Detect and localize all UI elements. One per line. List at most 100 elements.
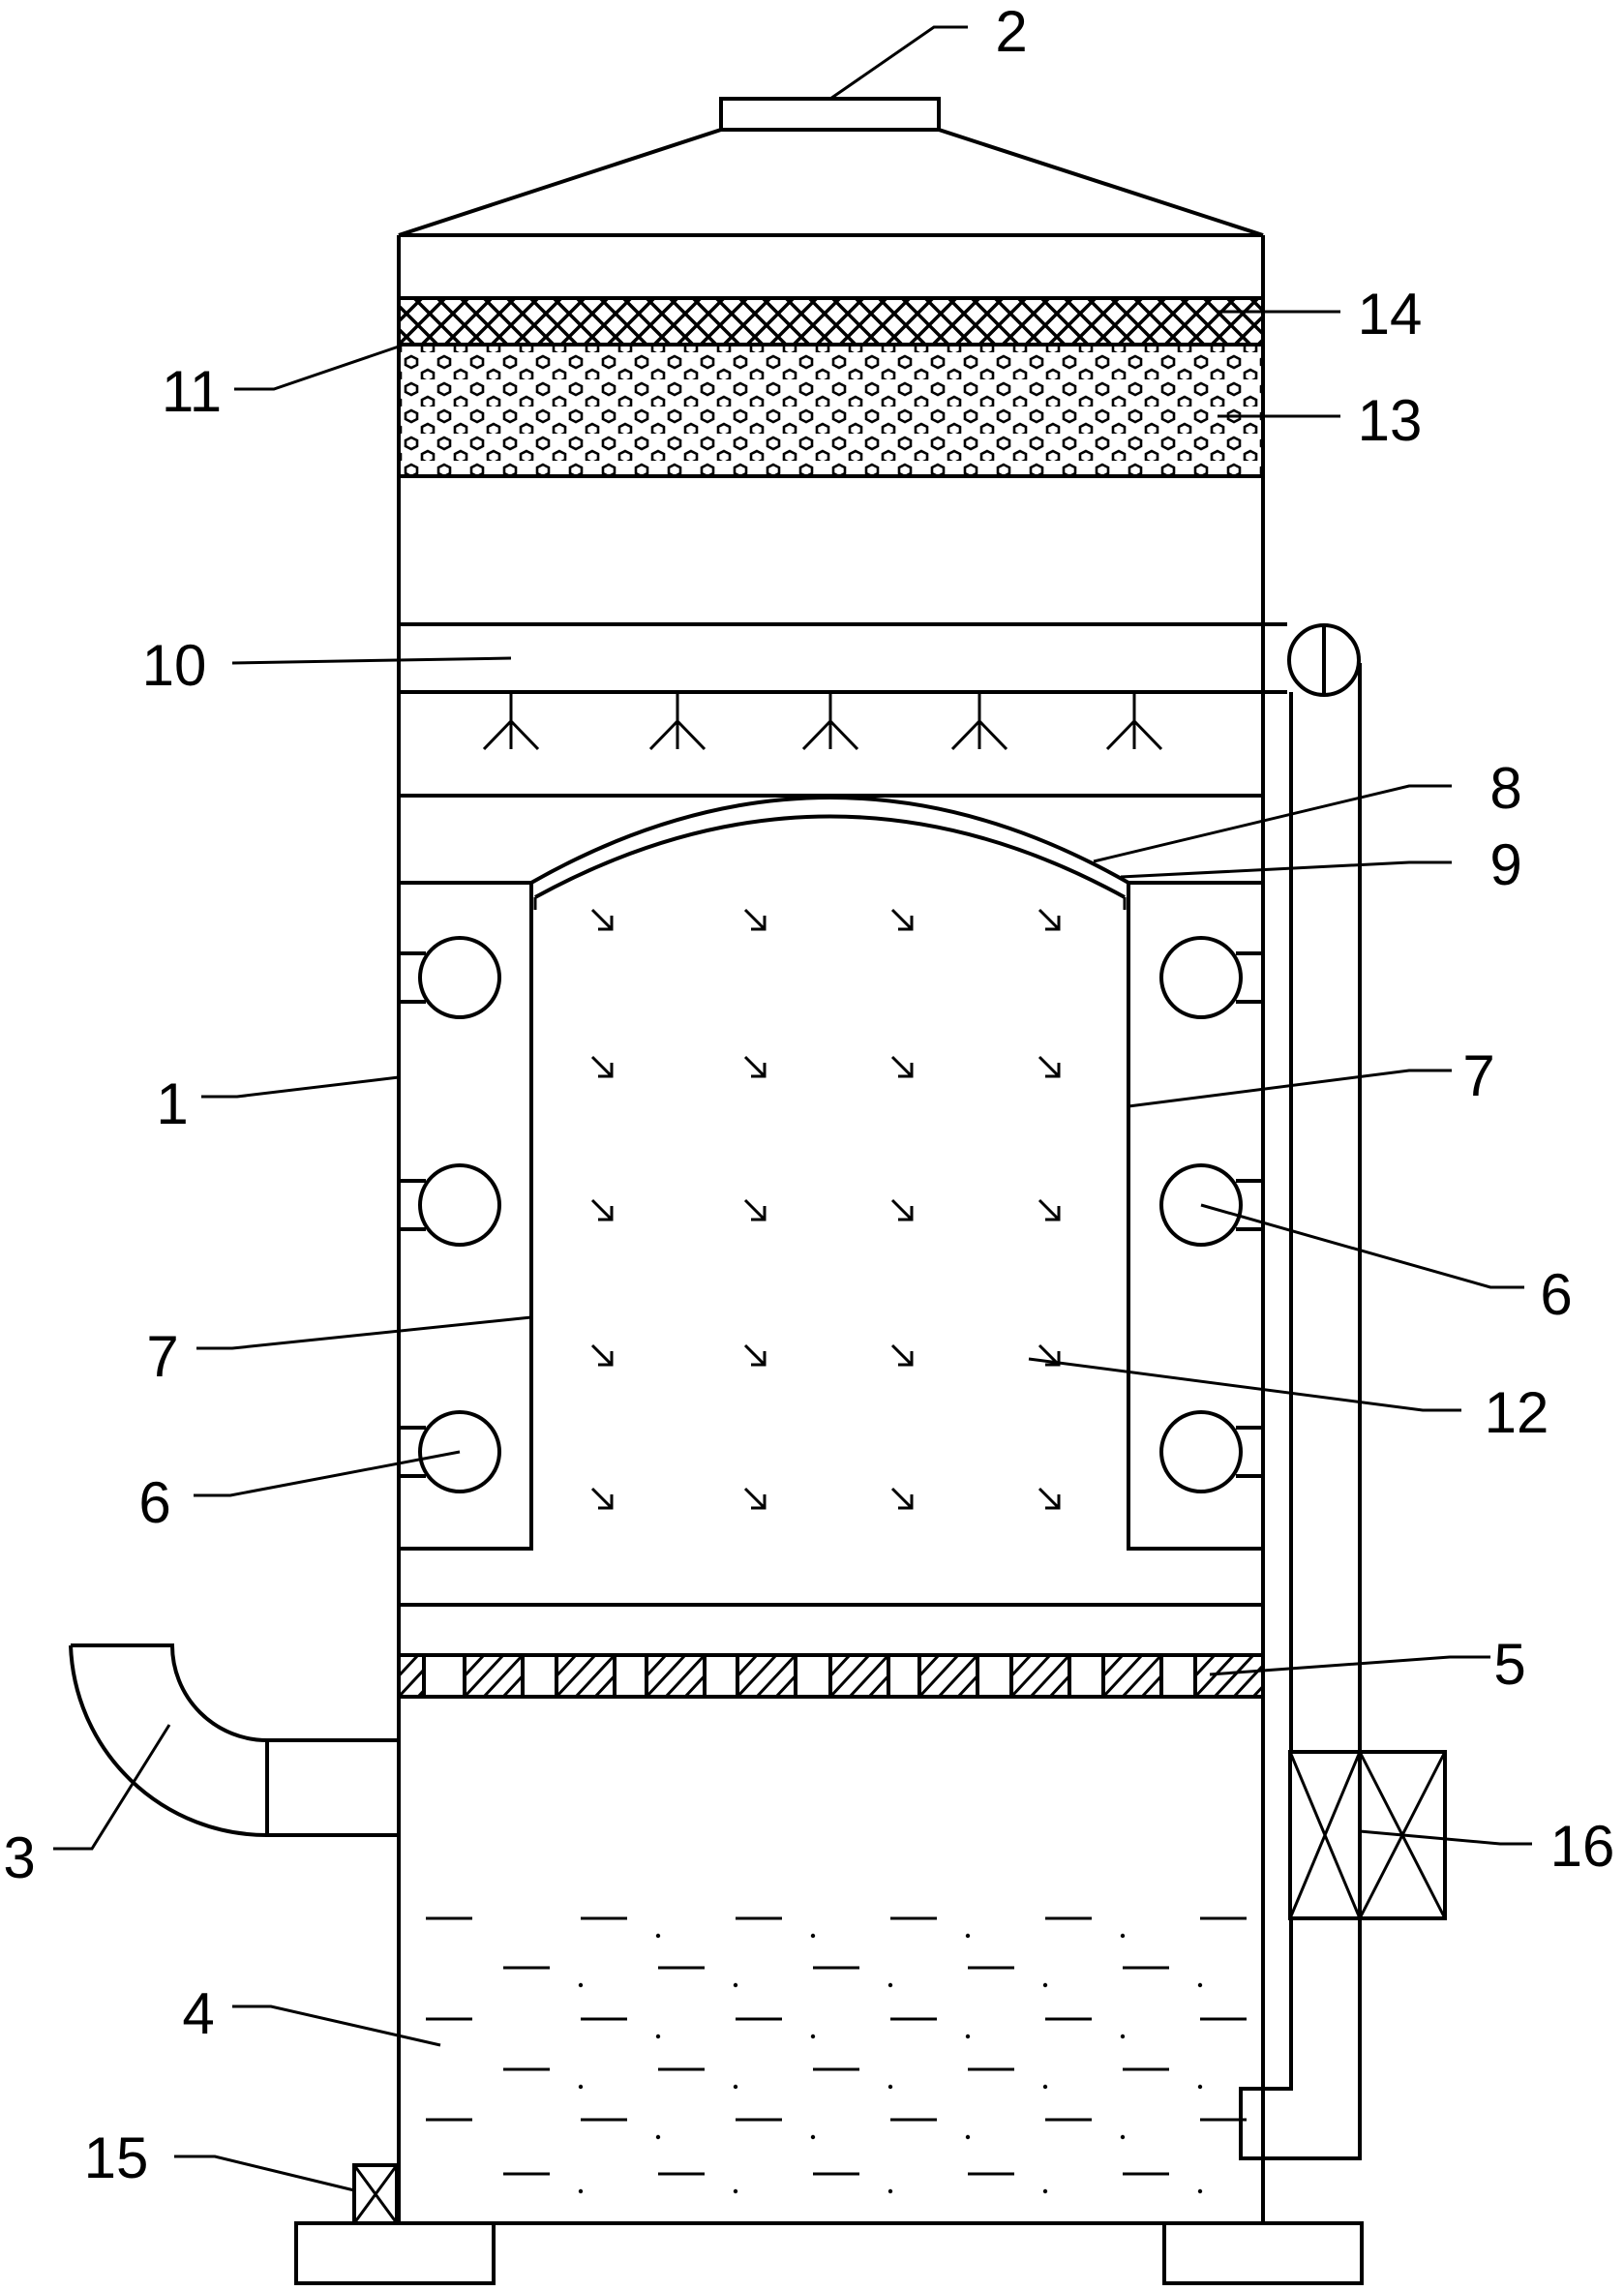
uv-lamp (399, 936, 501, 1019)
leader-1 (201, 1075, 400, 1099)
callout-labels: 1 2 3 4 5 6 6 7 7 8 9 10 11 12 13 14 15 … (3, 0, 1614, 2190)
leader-7-right (1128, 1069, 1452, 1108)
label-14: 14 (1358, 282, 1423, 347)
uv-arrow (590, 1055, 614, 1078)
support-foot-left (294, 2221, 496, 2285)
liquid-dot (1120, 2134, 1126, 2140)
spray-nozzle (1105, 692, 1163, 751)
spray-nozzles (482, 692, 1163, 751)
circulation-pipe (1239, 663, 1362, 2160)
label-10: 10 (142, 633, 207, 698)
leader-15 (174, 2155, 355, 2192)
label-16: 16 (1550, 1814, 1615, 1879)
uv-lamp (399, 1163, 501, 1247)
label-11: 11 (162, 359, 222, 424)
liquid-dot (578, 2188, 584, 2194)
label-7-right: 7 (1462, 1043, 1494, 1108)
uv-arrow (890, 908, 914, 931)
uv-arrow (743, 1198, 767, 1221)
spray-header (399, 622, 1287, 694)
liquid-dot (1197, 1982, 1203, 1988)
label-6-right: 6 (1540, 1262, 1572, 1327)
liquid-dot (887, 1982, 893, 1988)
uv-arrow (743, 1343, 767, 1367)
liquid-dot (655, 2034, 661, 2039)
leader-12 (1028, 1357, 1461, 1412)
uv-arrow (890, 1055, 914, 1078)
top-cone (398, 128, 1264, 237)
uv-lamp (399, 1410, 501, 1493)
liquid-dot (655, 2134, 661, 2140)
uv-arrow (590, 1343, 614, 1367)
liquid-dot (1120, 2034, 1126, 2039)
liquid-dot (810, 2034, 816, 2039)
liquid-dot (810, 1933, 816, 1939)
liquid-dot (887, 2084, 893, 2090)
leader-2 (829, 25, 968, 101)
liquid-dot (578, 1982, 584, 1988)
uv-arrow (1038, 1198, 1061, 1221)
uv-lamp (1159, 1163, 1263, 1247)
pipeline-filter (1288, 1750, 1447, 1920)
label-3: 3 (3, 1825, 35, 1890)
leader-4 (232, 2005, 441, 2047)
drain-valve (352, 2163, 399, 2225)
leader-6-left (194, 1450, 461, 1497)
leader-6-right (1200, 1203, 1524, 1289)
liquid-dot (965, 1933, 971, 1939)
exhaust-outlet (719, 97, 941, 132)
plate-segment (917, 1653, 979, 1699)
uv-arrow (1038, 908, 1061, 931)
inlet-pipe (69, 1643, 401, 1837)
liquid-dot (733, 1982, 738, 1988)
uv-arrow (743, 1055, 767, 1078)
packing-layer (397, 343, 1265, 478)
liquid-dot (1042, 2084, 1048, 2090)
uv-lamp (1159, 1410, 1263, 1493)
liquid-dot (965, 2034, 971, 2039)
uv-arrow (743, 1487, 767, 1510)
leader-3 (53, 1724, 171, 1851)
uv-arrow (590, 1198, 614, 1221)
leader-10 (231, 656, 512, 665)
leader-16 (1359, 1829, 1532, 1846)
uv-irradiation-arrows (590, 908, 1061, 1510)
plate-segment (555, 1653, 617, 1699)
spray-nozzle (648, 692, 707, 751)
liquid-dot (655, 1933, 661, 1939)
leader-8 (1093, 784, 1452, 863)
spray-nozzle (801, 692, 859, 751)
leader-7-left (196, 1315, 532, 1350)
label-12: 12 (1485, 1380, 1549, 1445)
plate-segment (1009, 1653, 1071, 1699)
uv-arrow (890, 1198, 914, 1221)
uv-arrow (1038, 1487, 1061, 1510)
distribution-plate-hatch (397, 1653, 1265, 1699)
liquid-dot (965, 2134, 971, 2140)
liquid-dot (1197, 2084, 1203, 2090)
uv-arrow (590, 1487, 614, 1510)
arched-cover (530, 796, 1129, 885)
plate-segment (397, 1653, 426, 1699)
leader-lines (53, 25, 1532, 2192)
uv-arrow (890, 1343, 914, 1367)
liquid-dot (578, 2084, 584, 2090)
plate-segment (736, 1653, 797, 1699)
arched-reflector (534, 814, 1126, 899)
label-1: 1 (156, 1071, 188, 1136)
demister-layer (397, 296, 1265, 347)
leader-5 (1209, 1655, 1490, 1676)
plate-segment (1193, 1653, 1265, 1699)
label-6-left: 6 (138, 1470, 170, 1535)
uv-arrow (1038, 1055, 1061, 1078)
label-4: 4 (182, 1981, 214, 2046)
circulation-pump (1287, 623, 1361, 697)
liquid-dot (733, 2084, 738, 2090)
spray-nozzle (482, 692, 540, 751)
leader-11 (234, 345, 400, 391)
liquid-dot (1042, 1982, 1048, 1988)
label-13: 13 (1358, 388, 1423, 453)
leader-9 (1120, 860, 1452, 879)
label-15: 15 (84, 2125, 149, 2190)
